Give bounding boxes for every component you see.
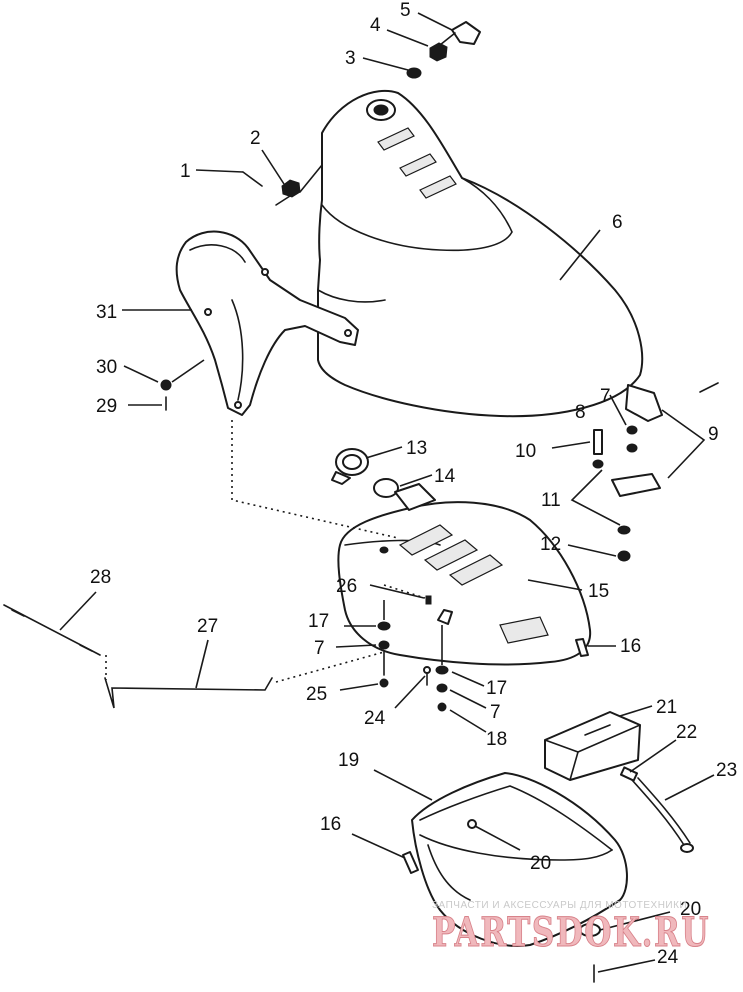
callout-18: 18 xyxy=(486,729,507,750)
callout-27: 27 xyxy=(197,616,218,637)
callout-26: 26 xyxy=(336,576,357,597)
bracket-9b xyxy=(611,473,661,497)
washer-7a xyxy=(378,640,390,650)
callout-9: 9 xyxy=(708,424,719,445)
washer-7 xyxy=(626,425,638,435)
bolt-10 xyxy=(593,429,603,455)
callout-8: 8 xyxy=(575,402,586,423)
callout-14: 14 xyxy=(434,466,456,487)
washer-17b xyxy=(435,665,449,675)
washer-3 xyxy=(406,67,422,79)
callout-15: 15 xyxy=(588,581,609,602)
cap-13 xyxy=(331,448,369,485)
callout-3: 3 xyxy=(345,48,356,69)
knob-5 xyxy=(451,21,481,45)
callout-7-left: 7 xyxy=(314,638,325,659)
nut-12 xyxy=(617,550,631,562)
center-hardware xyxy=(377,595,453,712)
callout-17-right: 17 xyxy=(486,678,507,699)
right-hardware xyxy=(570,382,719,562)
strap-22-23 xyxy=(619,766,694,853)
callout-31: 31 xyxy=(96,302,117,323)
washer-8 xyxy=(626,443,638,453)
callout-17-left: 17 xyxy=(308,611,329,632)
callout-25: 25 xyxy=(306,684,327,705)
callout-20-bottom: 20 xyxy=(680,899,701,920)
rods xyxy=(3,604,273,709)
nut-2 xyxy=(281,179,301,198)
bracket-9a xyxy=(625,384,663,422)
callout-5: 5 xyxy=(400,0,411,21)
callout-16-top: 16 xyxy=(620,636,641,657)
callout-2: 2 xyxy=(250,128,261,149)
clip-26 xyxy=(425,595,432,605)
callout-1: 1 xyxy=(180,161,191,182)
callout-24-bottom: 24 xyxy=(657,947,679,968)
watermark: ЗАПЧАСТИ И АКСЕССУАРЫ ДЛЯ МОТОТЕХНИКИ PA… xyxy=(432,900,710,957)
rod-27 xyxy=(104,677,273,709)
callout-24-center: 24 xyxy=(364,708,386,729)
callout-7-center: 7 xyxy=(490,702,501,723)
callout-13: 13 xyxy=(406,438,427,459)
washer-11 xyxy=(617,525,631,535)
clip-16a xyxy=(575,638,589,657)
leader-lines xyxy=(59,12,715,973)
callout-12: 12 xyxy=(540,534,561,555)
alignment-lines xyxy=(105,420,426,683)
bolt-18 xyxy=(437,702,447,712)
nut-4 xyxy=(429,42,448,62)
nut-30 xyxy=(160,379,172,391)
console-part xyxy=(337,501,592,666)
bolt-25 xyxy=(379,678,389,688)
callout-29: 29 xyxy=(96,396,117,417)
callout-23: 23 xyxy=(716,760,737,781)
callout-28: 28 xyxy=(90,567,111,588)
seat-hardware xyxy=(242,21,481,206)
callout-6: 6 xyxy=(612,212,623,233)
seat-part xyxy=(317,89,644,418)
support-bracket-part xyxy=(175,230,359,416)
callout-30: 30 xyxy=(96,357,117,378)
plug-14 xyxy=(373,478,399,498)
callout-11: 11 xyxy=(541,490,561,511)
callout-19: 19 xyxy=(338,750,359,771)
callout-4: 4 xyxy=(370,15,381,36)
callout-labels: 1 2 3 4 5 6 7 8 9 10 11 12 13 14 15 16 1… xyxy=(90,0,737,968)
callout-7-right: 7 xyxy=(600,386,611,407)
callout-22: 22 xyxy=(676,722,697,743)
clip-16b xyxy=(402,851,419,874)
battery-21 xyxy=(544,711,641,781)
watermark-tagline: ЗАПЧАСТИ И АКСЕССУАРЫ ДЛЯ МОТОТЕХНИКИ xyxy=(432,900,687,911)
screw-1 xyxy=(242,171,263,187)
callout-21: 21 xyxy=(656,697,677,718)
callout-10: 10 xyxy=(515,441,536,462)
callout-16-bottom: 16 xyxy=(320,814,341,835)
watermark-logo: PARTSDOK.RU xyxy=(432,909,710,956)
rivet-24a xyxy=(423,666,431,674)
washer-7b xyxy=(436,683,448,693)
tray-19 xyxy=(411,772,628,947)
washer-17a xyxy=(377,621,391,631)
callout-20-tray: 20 xyxy=(530,853,551,874)
